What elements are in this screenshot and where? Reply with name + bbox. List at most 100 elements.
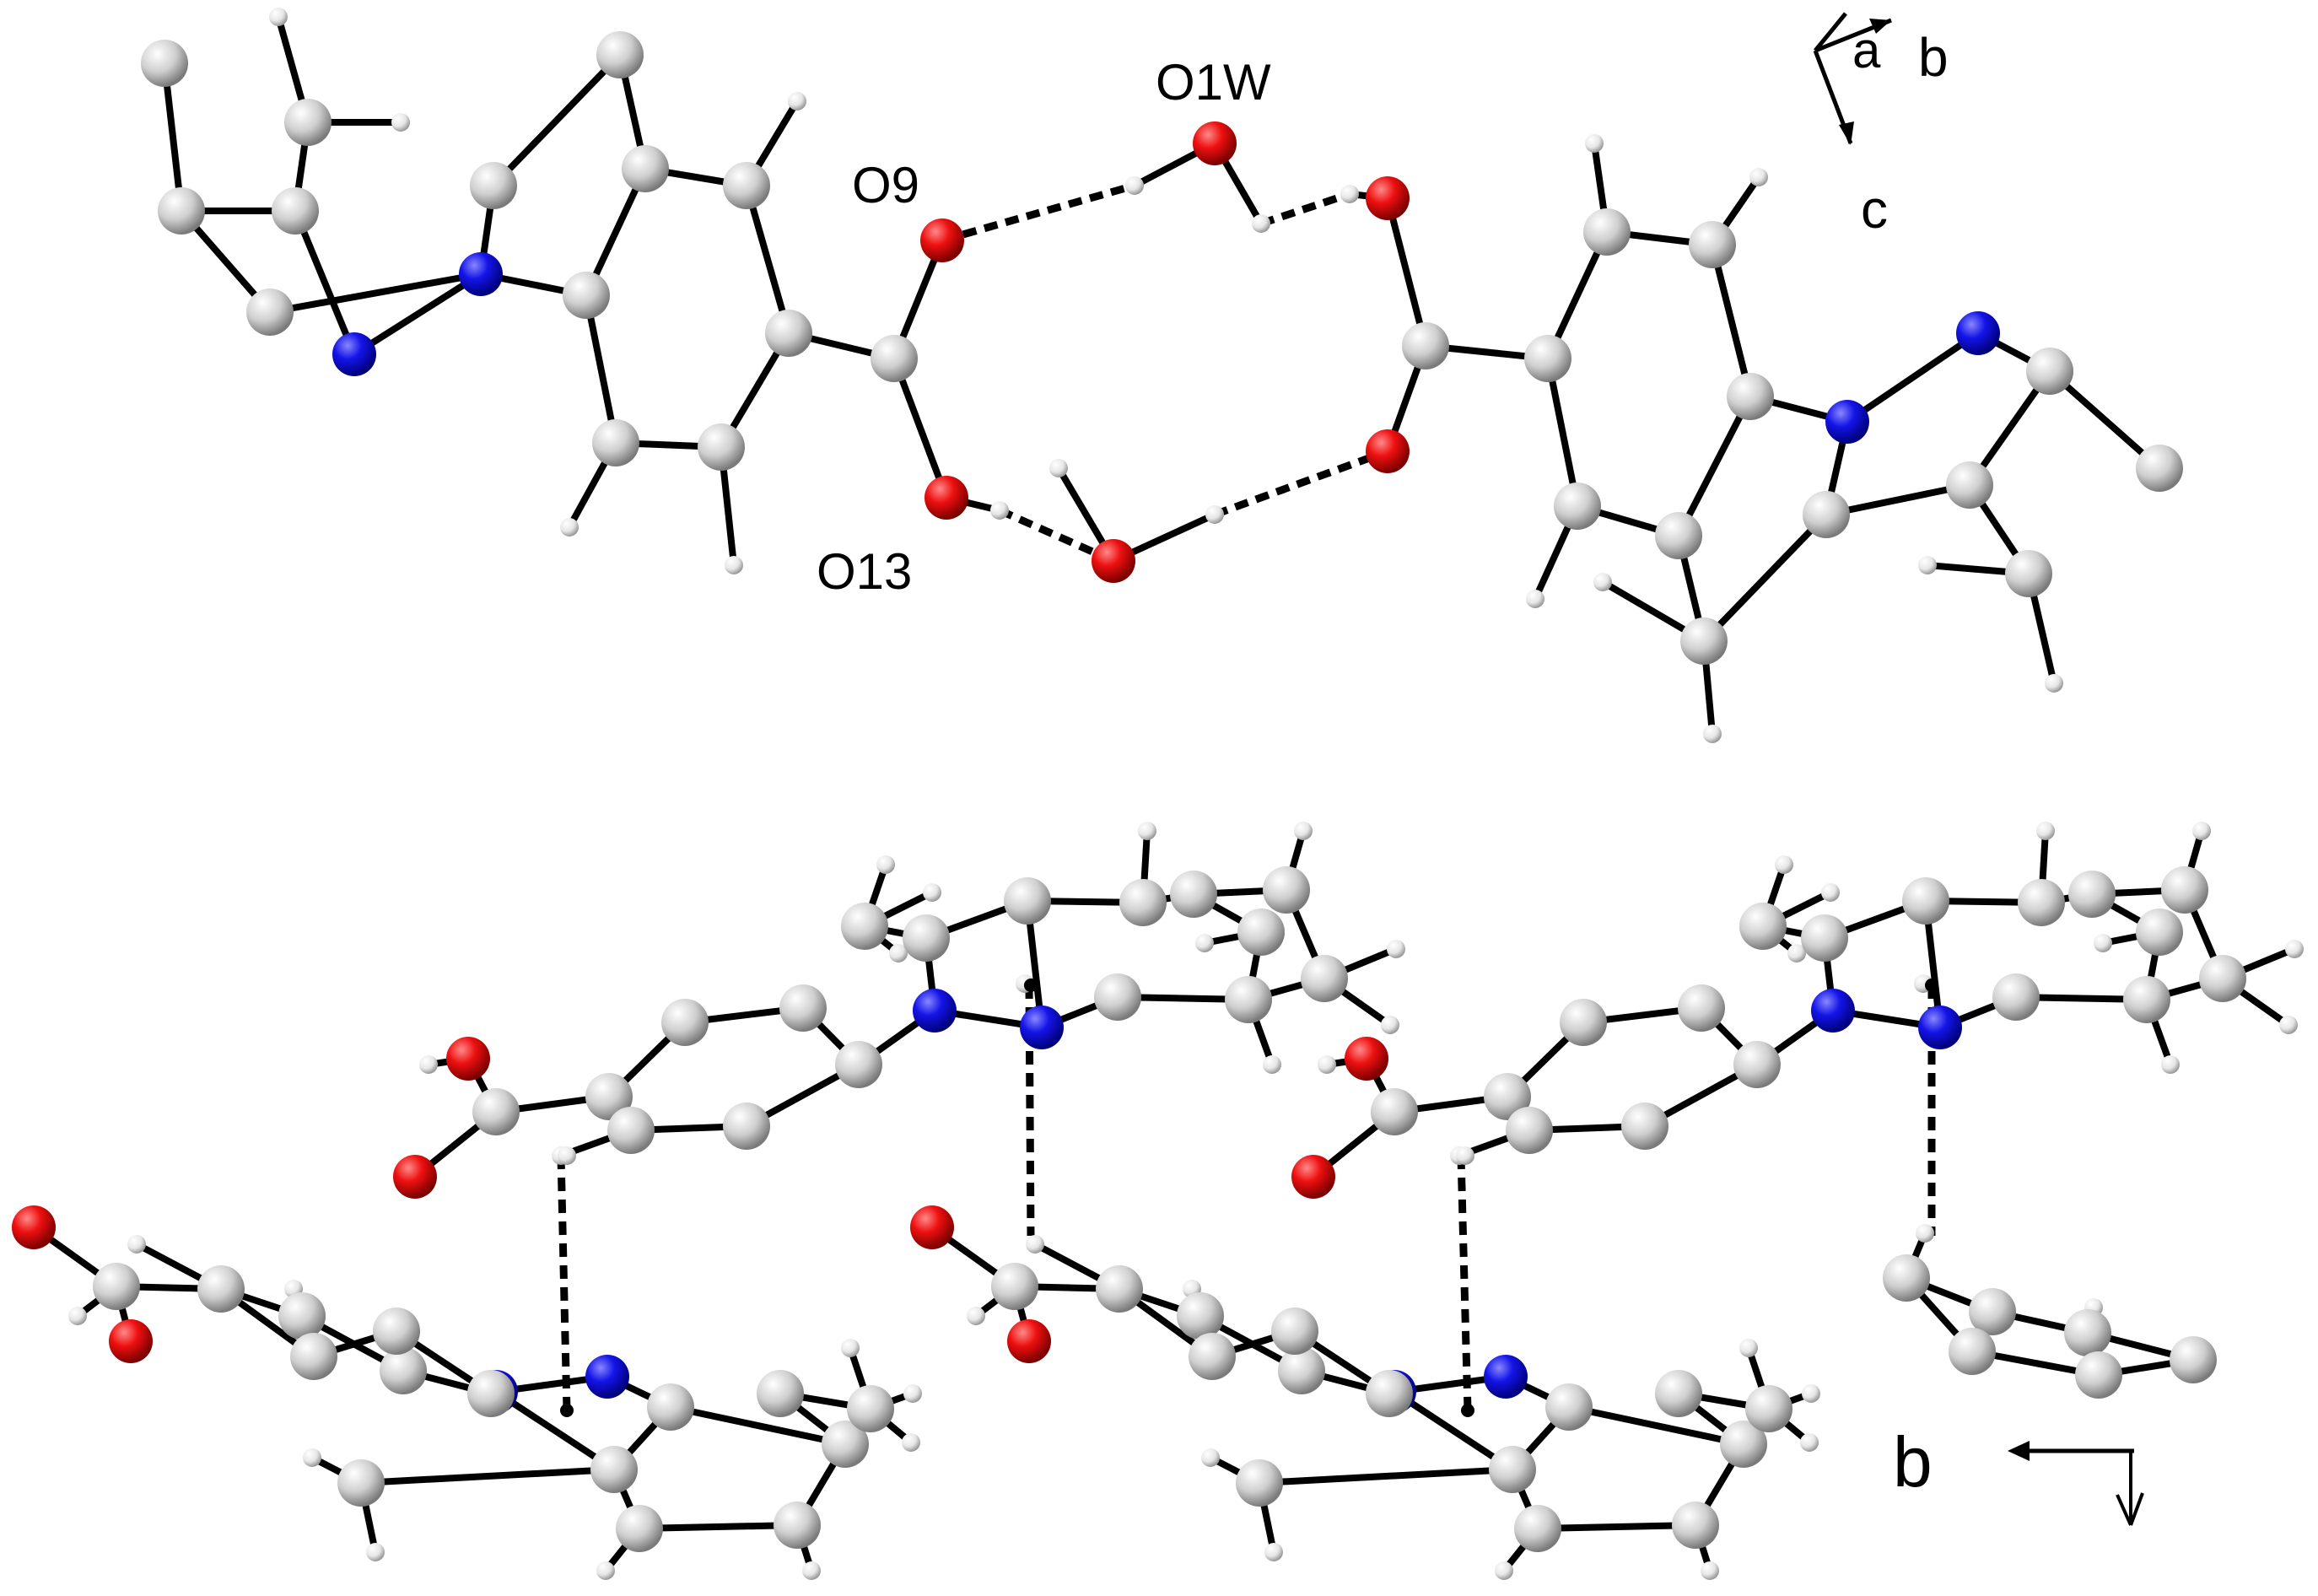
hydrogen-atom <box>2285 940 2304 958</box>
hydrogen-bond <box>1025 984 1035 1237</box>
carbon-atom <box>1177 1292 1224 1340</box>
bottom-axis-indicator: b <box>1893 1422 2144 1526</box>
carbon-atom <box>1733 1041 1781 1088</box>
label-o13: O13 <box>817 543 912 600</box>
carbon-atom <box>1366 1370 1413 1417</box>
oxygen-atom <box>1193 121 1237 165</box>
carbon-atom <box>1402 322 1449 369</box>
carbon-atom <box>1119 879 1167 926</box>
hydrogen-atom <box>1739 1339 1758 1357</box>
bottom-bonds <box>31 829 2296 1573</box>
hydrogen-atom <box>2279 1016 2298 1034</box>
carbon-atom <box>1803 491 1850 538</box>
carbon-atom <box>2026 348 2073 395</box>
covalent-bond <box>1845 330 1981 425</box>
carbon-atom <box>1545 1383 1593 1431</box>
hydrogen-atom <box>990 501 1009 520</box>
hydrogen-atom <box>1195 934 1214 952</box>
oxygen-atom <box>1345 1037 1388 1081</box>
hydrogen-atom <box>1775 855 1793 874</box>
hydrogen-atom <box>1787 944 1806 962</box>
hydrogen-atom <box>1125 176 1144 195</box>
hydrogen-atom <box>1252 214 1270 233</box>
covalent-bond <box>743 184 792 335</box>
nitrogen-atom <box>1484 1355 1528 1399</box>
hydrogen-atom <box>1318 1055 1336 1074</box>
carbon-atom <box>1902 877 1949 925</box>
carbon-atom <box>757 1370 804 1417</box>
top-bonds <box>161 15 2162 735</box>
covalent-bond <box>1537 1522 1696 1532</box>
label-o1w: O1W <box>1156 54 1271 111</box>
hydrogen-atom <box>1387 940 1405 958</box>
hydrogen-atom <box>876 855 895 874</box>
ring-centroid-dot <box>1024 979 1038 992</box>
carbon-atom <box>470 162 517 209</box>
carbon-atom <box>2018 879 2065 926</box>
oxygen-atom <box>1007 1319 1051 1363</box>
hydrogen-atom <box>596 1561 615 1580</box>
hydrogen-atom <box>841 1339 860 1357</box>
carbon-atom <box>1237 909 1285 956</box>
hydrogen-atom <box>1340 185 1359 203</box>
carbon-atom <box>841 903 888 950</box>
carbon-atom <box>585 1073 633 1120</box>
hydrogen-atom <box>802 1561 821 1580</box>
hydrogen-atom <box>366 1543 385 1561</box>
oxygen-atom <box>109 1319 153 1363</box>
carbon-atom <box>871 335 918 382</box>
hydrogen-atom <box>1701 1561 1719 1580</box>
covalent-bond <box>1544 358 1581 507</box>
carbon-atom <box>1992 973 2040 1021</box>
hydrogen-atom <box>558 1146 576 1165</box>
carbon-atom <box>1170 871 1217 918</box>
covalent-bond <box>1675 395 1754 537</box>
hydrogen-atom <box>923 883 941 902</box>
oxygen-atom <box>910 1205 954 1249</box>
axis-label-b-bottom: b <box>1893 1422 1933 1502</box>
covalent-bond <box>491 52 623 188</box>
nitrogen-atom <box>1918 1006 1962 1049</box>
hydrogen-atom <box>127 1235 146 1254</box>
oxygen-atom <box>1366 429 1410 473</box>
covalent-bond <box>1709 244 1754 397</box>
oxygen-atom <box>446 1037 490 1081</box>
nitrogen-atom <box>459 252 503 296</box>
carbon-atom <box>246 288 294 336</box>
carbon-atom <box>2064 1309 2111 1356</box>
carbon-atom <box>607 1107 655 1154</box>
carbon-atom <box>1094 973 1141 1021</box>
carbon-atom <box>2136 445 2183 492</box>
carbon-atom <box>1278 1347 1325 1394</box>
carbon-atom <box>141 40 188 87</box>
carbon-atom <box>1554 483 1601 530</box>
top-axis-indicator: a b c <box>1813 12 1949 240</box>
hydrogen-atom <box>1703 725 1722 743</box>
covalent-bond <box>360 1466 615 1486</box>
carbon-atom <box>563 272 610 319</box>
carbon-atom <box>472 1088 520 1135</box>
carbon-atom <box>590 1446 638 1493</box>
hydrogen-atom <box>903 1384 922 1403</box>
carbon-atom <box>337 1459 385 1507</box>
carbon-atom <box>1739 903 1787 950</box>
hydrogen-atom <box>303 1448 321 1467</box>
carbon-atom <box>1655 1370 1702 1417</box>
top-hydrogen-bonds <box>941 181 1389 565</box>
carbon-atom <box>2161 866 2208 914</box>
carbon-atom <box>822 1421 869 1468</box>
carbon-atom <box>596 31 644 78</box>
hydrogen-atom <box>2161 1055 2180 1074</box>
hydrogen-atom <box>560 518 579 536</box>
carbon-atom <box>380 1347 427 1394</box>
covalent-bond <box>891 357 950 499</box>
carbon-atom <box>2199 955 2246 1002</box>
carbon-atom <box>661 999 709 1046</box>
carbon-atom <box>1236 1459 1283 1507</box>
bottom-panel-ch-n-stacking: b <box>12 822 2304 1580</box>
hydrogen-atom <box>1049 459 1068 477</box>
carbon-atom <box>373 1308 420 1355</box>
hydrogen-atom <box>1749 168 1768 186</box>
covalent-bond <box>639 1522 798 1532</box>
carbon-atom <box>1621 1103 1668 1150</box>
